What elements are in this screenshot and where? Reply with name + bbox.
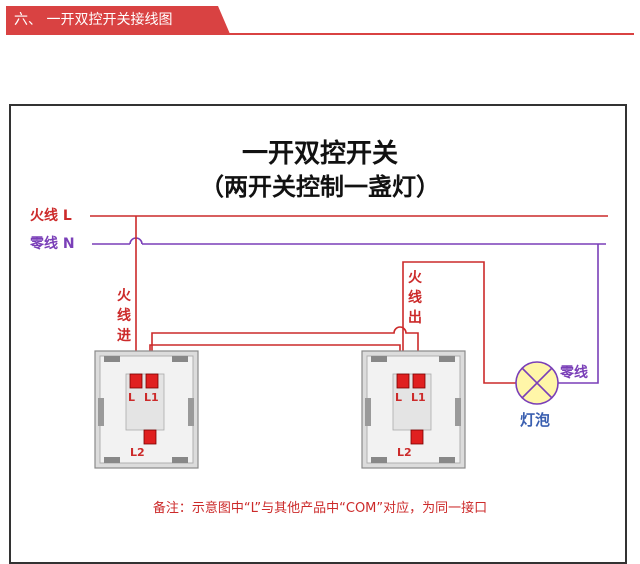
live-out-wire bbox=[402, 261, 516, 384]
left-switch bbox=[94, 350, 199, 469]
right-terminal-l2 bbox=[410, 429, 424, 445]
live-out-label-3: 出 bbox=[408, 309, 422, 326]
lamp-neutral-wire bbox=[558, 244, 599, 384]
neutral-wire-label: 零线 N bbox=[29, 235, 75, 252]
neutral-label: 零线 bbox=[559, 364, 588, 381]
left-label-l1: L1 bbox=[144, 391, 159, 404]
left-terminal-l1 bbox=[145, 373, 159, 389]
right-label-l: L bbox=[395, 391, 402, 404]
header-tab bbox=[6, 6, 230, 34]
live-in-label-2: 线 bbox=[117, 307, 131, 324]
lamp-icon bbox=[515, 361, 559, 405]
diagram-subtitle: （两开关控制一盏灯） bbox=[200, 173, 440, 201]
lamp-label: 灯泡 bbox=[520, 411, 550, 429]
header-underline bbox=[6, 33, 634, 35]
traveller-wire-l1 bbox=[151, 326, 419, 374]
left-label-l: L bbox=[128, 391, 135, 404]
live-in-label-3: 进 bbox=[117, 328, 131, 344]
right-label-l2: L2 bbox=[397, 446, 412, 459]
left-terminal-l2 bbox=[143, 429, 157, 445]
section-title: 六、 一开双控开关接线图 bbox=[14, 12, 173, 28]
diagram-note: 备注：示意图中“L”与其他产品中“COM”对应，为同一接口 bbox=[153, 500, 487, 516]
section-header: 六、 一开双控开关接线图 bbox=[6, 6, 634, 36]
diagram-title: 一开双控开关 bbox=[242, 139, 398, 169]
diagram-frame bbox=[9, 104, 627, 564]
right-label-l1: L1 bbox=[411, 391, 426, 404]
wiring-diagram: 一开双控开关 （两开关控制一盏灯） 火线 L 零线 N 火 线 进 火 线 出 … bbox=[29, 139, 608, 516]
live-in-label-1: 火 bbox=[117, 288, 132, 304]
right-switch bbox=[361, 350, 466, 469]
right-terminal-l1 bbox=[412, 373, 426, 389]
right-terminal-l bbox=[396, 373, 410, 389]
left-terminal-l bbox=[129, 373, 143, 389]
left-label-l2: L2 bbox=[130, 446, 145, 459]
live-wire-label: 火线 L bbox=[30, 207, 72, 224]
live-out-label-2: 线 bbox=[408, 289, 422, 306]
live-out-label-1: 火 bbox=[408, 270, 423, 286]
